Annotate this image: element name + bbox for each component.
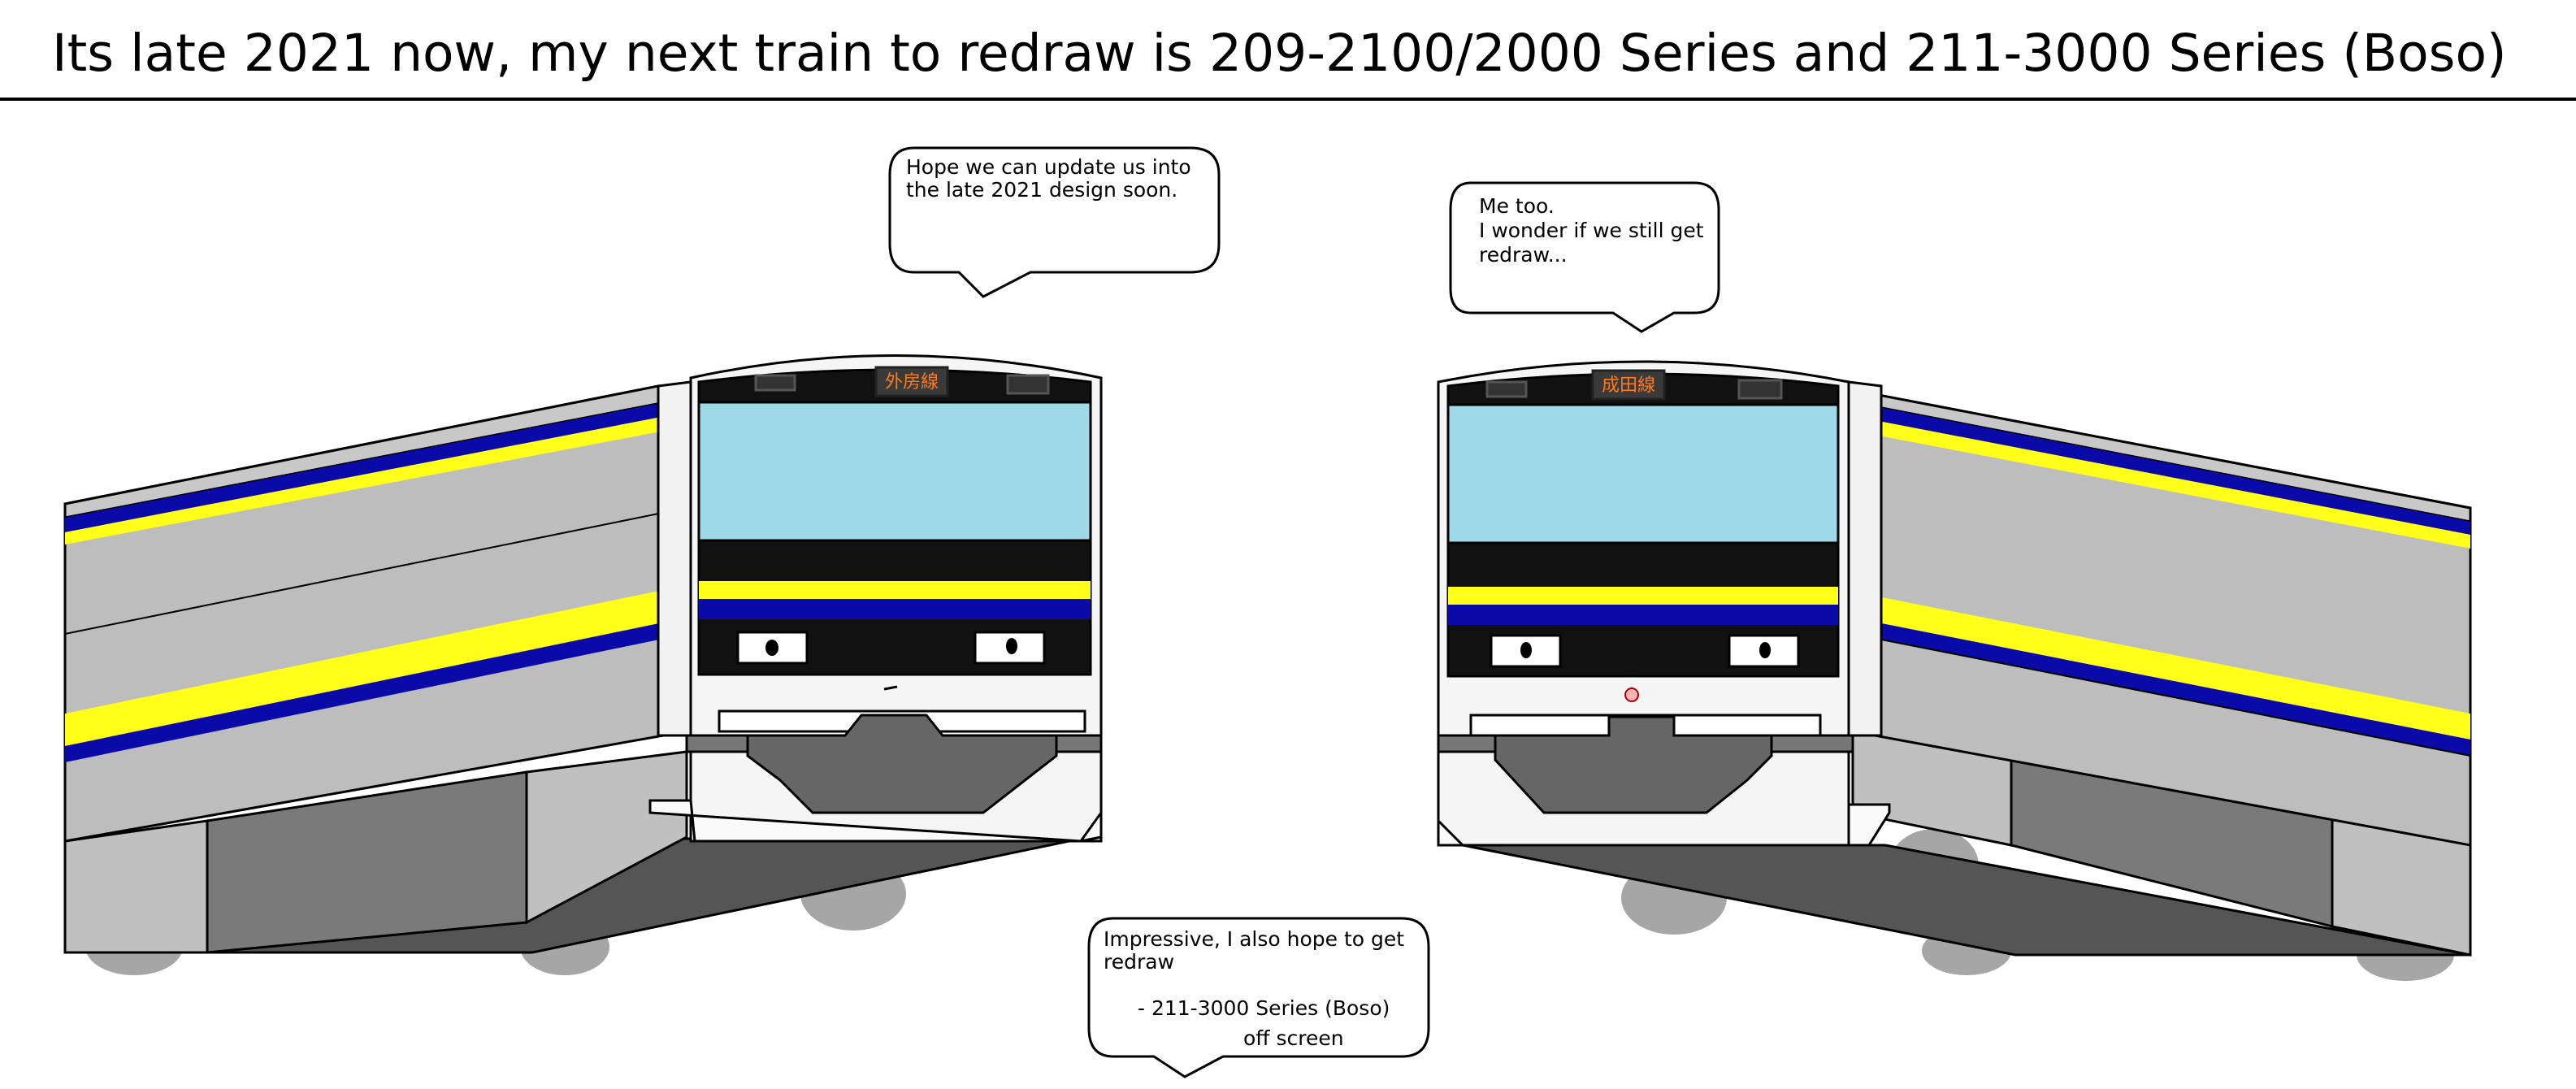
left-windshield xyxy=(697,401,1092,542)
left-train xyxy=(63,354,1103,975)
right-speech-line-2: I wonder if we still get xyxy=(1479,219,1704,242)
left-speech-bubble xyxy=(888,146,1221,298)
left-destination-box xyxy=(874,366,949,397)
offscreen-speech-line-2: redraw xyxy=(1104,950,1175,974)
right-windshield xyxy=(1446,403,1840,544)
right-speech-line-1: Me too. xyxy=(1479,194,1555,218)
offscreen-note: off screen xyxy=(1243,1026,1344,1050)
right-destination-box xyxy=(1591,369,1666,401)
right-coupler xyxy=(1494,715,1773,814)
title-divider xyxy=(0,98,2576,101)
offscreen-speech-bubble xyxy=(1087,917,1430,1078)
right-train xyxy=(1437,360,2472,981)
left-speech-line-1: Hope we can update us into xyxy=(906,155,1191,179)
page-title: Its late 2021 now, my next train to redr… xyxy=(52,24,2507,83)
offscreen-speech-line-1: Impressive, I also hope to get xyxy=(1104,927,1405,951)
right-speech-bubble xyxy=(1449,181,1720,333)
left-coupler xyxy=(746,714,1058,814)
right-destination-label: 成田線 xyxy=(1601,375,1655,396)
left-eye-right xyxy=(974,631,1046,665)
offscreen-signature: - 211-3000 Series (Boso) xyxy=(1138,996,1390,1020)
left-speech-line-2: the late 2021 design soon. xyxy=(906,178,1178,202)
right-speech-line-3: redraw... xyxy=(1479,243,1568,267)
left-destination-label: 外房線 xyxy=(884,372,939,393)
